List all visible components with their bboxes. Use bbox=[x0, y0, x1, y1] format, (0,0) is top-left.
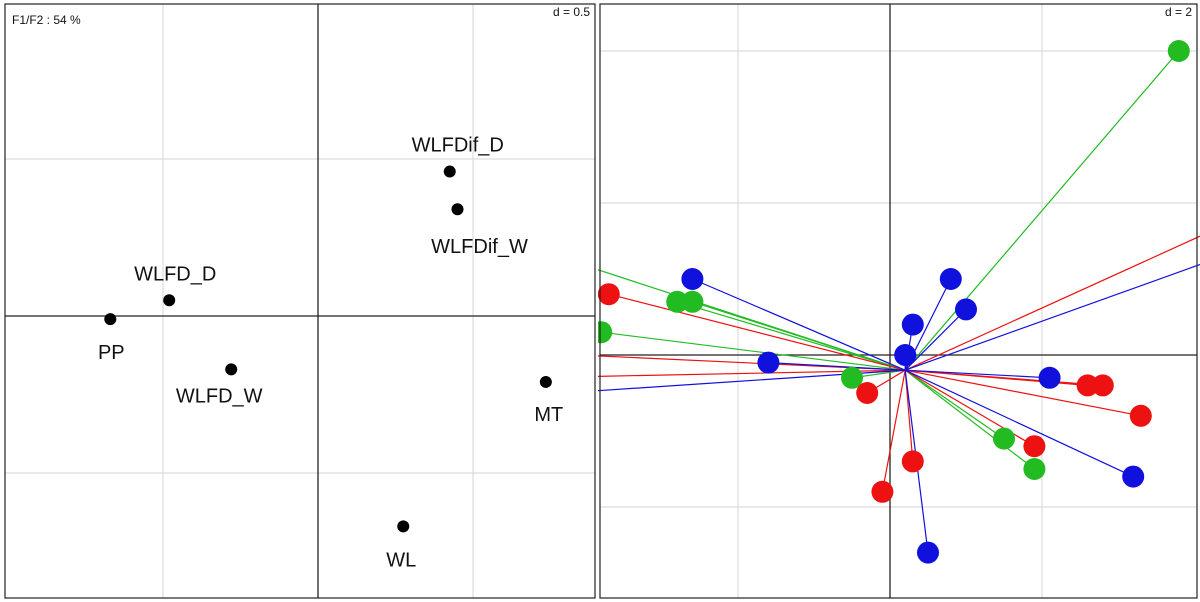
data-point bbox=[1167, 40, 1190, 62]
data-point bbox=[1122, 465, 1145, 488]
data-point bbox=[917, 541, 939, 564]
data-point bbox=[225, 363, 238, 376]
star-line bbox=[601, 331, 906, 371]
data-point bbox=[163, 294, 176, 307]
data-point bbox=[681, 290, 704, 313]
grid-scale-label: d = 0.5 bbox=[553, 5, 590, 19]
individuals-plot: d = 2 bbox=[598, 3, 1200, 599]
star-line bbox=[904, 50, 1180, 371]
point-label: WLFD_W bbox=[176, 385, 263, 407]
points: WLFDif_D WLFDif_W WLFD_D PP WLFD_W MT WL bbox=[98, 135, 563, 572]
factor-map-individuals: d = 2 bbox=[598, 0, 1200, 602]
star-line bbox=[904, 308, 967, 371]
star-line bbox=[692, 278, 906, 371]
point-label: PP bbox=[98, 342, 125, 364]
data-point bbox=[939, 268, 962, 290]
star-line bbox=[608, 293, 906, 371]
star-line bbox=[905, 369, 1103, 386]
star-line bbox=[881, 370, 906, 492]
star-line bbox=[905, 369, 1141, 417]
grid-scale-label: d = 2 bbox=[1165, 5, 1192, 19]
data-point bbox=[1023, 458, 1046, 480]
star-line bbox=[904, 369, 1035, 470]
data-point bbox=[856, 382, 879, 404]
point-label: WLFDif_W bbox=[431, 236, 528, 258]
data-point bbox=[598, 321, 613, 344]
chart-title: F1/F2 : 54 % bbox=[12, 13, 81, 27]
data-point bbox=[598, 283, 620, 306]
star-line bbox=[904, 370, 914, 462]
star-line bbox=[904, 369, 1134, 478]
data-point bbox=[993, 427, 1015, 450]
star-line bbox=[904, 263, 1200, 371]
star-line bbox=[768, 362, 906, 371]
data-point bbox=[666, 290, 689, 313]
point-label: WLFDif_D bbox=[412, 135, 504, 157]
points bbox=[598, 40, 1190, 564]
data-point bbox=[894, 344, 917, 366]
data-point bbox=[397, 520, 410, 533]
plot-frame bbox=[4, 3, 596, 599]
star-line bbox=[677, 301, 906, 371]
grid bbox=[600, 4, 1197, 598]
grid bbox=[5, 4, 595, 598]
data-point bbox=[871, 480, 894, 503]
data-point bbox=[841, 366, 863, 389]
data-point bbox=[539, 375, 552, 388]
data-point bbox=[1076, 374, 1099, 397]
point-label: WLFD_D bbox=[134, 263, 216, 285]
data-point bbox=[955, 298, 977, 321]
variables-plot: WLFDif_D WLFDif_W WLFD_D PP WLFD_W MT WL F1/F2… bbox=[4, 3, 596, 599]
data-point bbox=[104, 313, 117, 326]
data-point bbox=[681, 268, 704, 290]
data-point bbox=[1091, 374, 1114, 397]
data-point bbox=[901, 450, 924, 473]
star-line bbox=[905, 369, 1050, 379]
data-point bbox=[1129, 404, 1152, 427]
axes bbox=[5, 4, 595, 598]
star-line bbox=[904, 369, 1005, 440]
data-point bbox=[451, 203, 464, 216]
point-label: WL bbox=[386, 549, 416, 571]
data-point bbox=[757, 351, 780, 374]
factor-map-variables: WLFDif_D WLFDif_W WLFD_D PP WLFD_W MT WL F1/F2… bbox=[0, 0, 598, 602]
star-line bbox=[904, 235, 1200, 371]
star-line bbox=[598, 369, 906, 377]
data-point bbox=[443, 165, 456, 178]
data-point bbox=[1023, 435, 1046, 458]
star-line bbox=[692, 301, 906, 371]
star-line bbox=[904, 369, 1035, 447]
data-point bbox=[901, 313, 924, 336]
data-point bbox=[1038, 366, 1061, 389]
point-label: MT bbox=[534, 404, 563, 426]
plot-frame bbox=[599, 3, 1198, 599]
